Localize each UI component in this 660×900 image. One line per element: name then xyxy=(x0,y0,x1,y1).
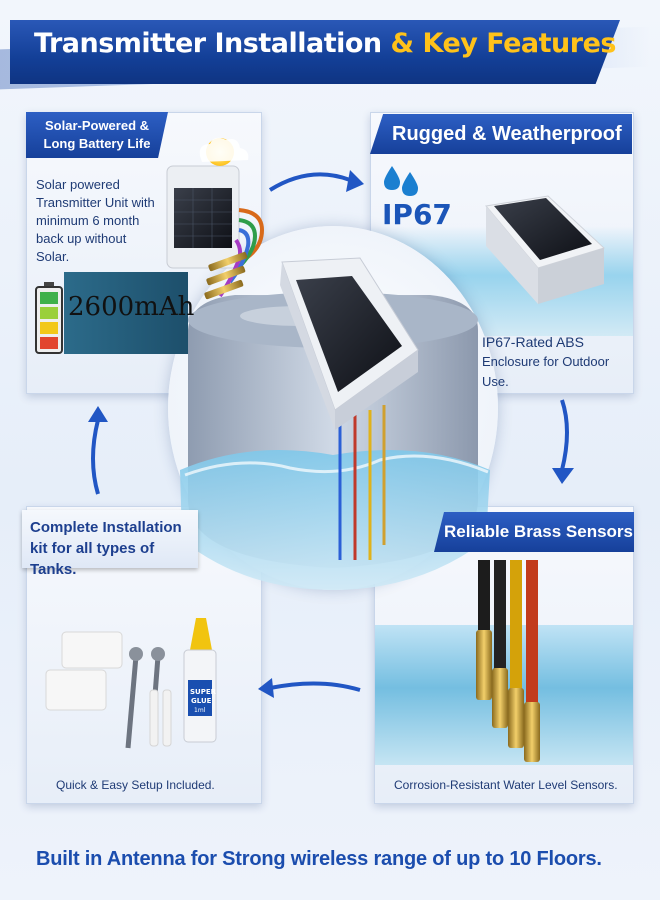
corrosion-resistant-text: Corrosion-Resistant Water Level Sensors. xyxy=(394,778,618,792)
installation-kit-image xyxy=(45,618,217,749)
title-main: Transmitter Installation xyxy=(34,28,382,59)
arrow-curve-icon xyxy=(91,172,569,692)
enclosure-description: IP67-Rated ABS Enclosure for Outdoor Use… xyxy=(482,332,632,392)
battery-icon xyxy=(35,282,63,354)
tag-solar-powered: Solar-Powered & Long Battery Life xyxy=(26,112,168,158)
glue-label-glue: GLUE xyxy=(191,697,212,705)
battery-capacity-box xyxy=(64,272,188,354)
water-drop-icon xyxy=(384,166,418,196)
page-title: Transmitter Installation & Key Features xyxy=(34,28,616,59)
solar-transmitter-image xyxy=(166,165,265,300)
tag-brass-sensors: Reliable Brass Sensors xyxy=(434,512,634,552)
enclosure-line-1: IP67-Rated ABS xyxy=(482,334,584,350)
battery-capacity-label: 2600mAh xyxy=(68,292,195,322)
enclosure-image xyxy=(485,195,605,304)
arrow-heads xyxy=(88,170,574,698)
glue-label-size: 1ml xyxy=(194,707,206,714)
title-accent: & Key Features xyxy=(390,28,617,59)
brass-sensors-image xyxy=(476,560,540,762)
header-ribbon xyxy=(10,20,620,84)
ip67-rating: IP67 xyxy=(382,198,452,231)
solar-description: Solar powered Transmitter Unit with mini… xyxy=(36,177,155,264)
tag-rugged-weatherproof: Rugged & Weatherproof xyxy=(370,114,632,154)
sensor-wires xyxy=(338,405,386,560)
glue-label-super: SUPER xyxy=(190,688,217,696)
enclosure-line-2: Enclosure for Outdoor Use. xyxy=(482,354,610,389)
footer-antenna-text: Built in Antenna for Strong wireless ran… xyxy=(36,848,602,870)
center-transmitter-image xyxy=(280,257,419,430)
quick-setup-text: Quick & Easy Setup Included. xyxy=(56,778,215,792)
tag-installation-kit: Complete Installation kit for all types … xyxy=(22,510,198,578)
